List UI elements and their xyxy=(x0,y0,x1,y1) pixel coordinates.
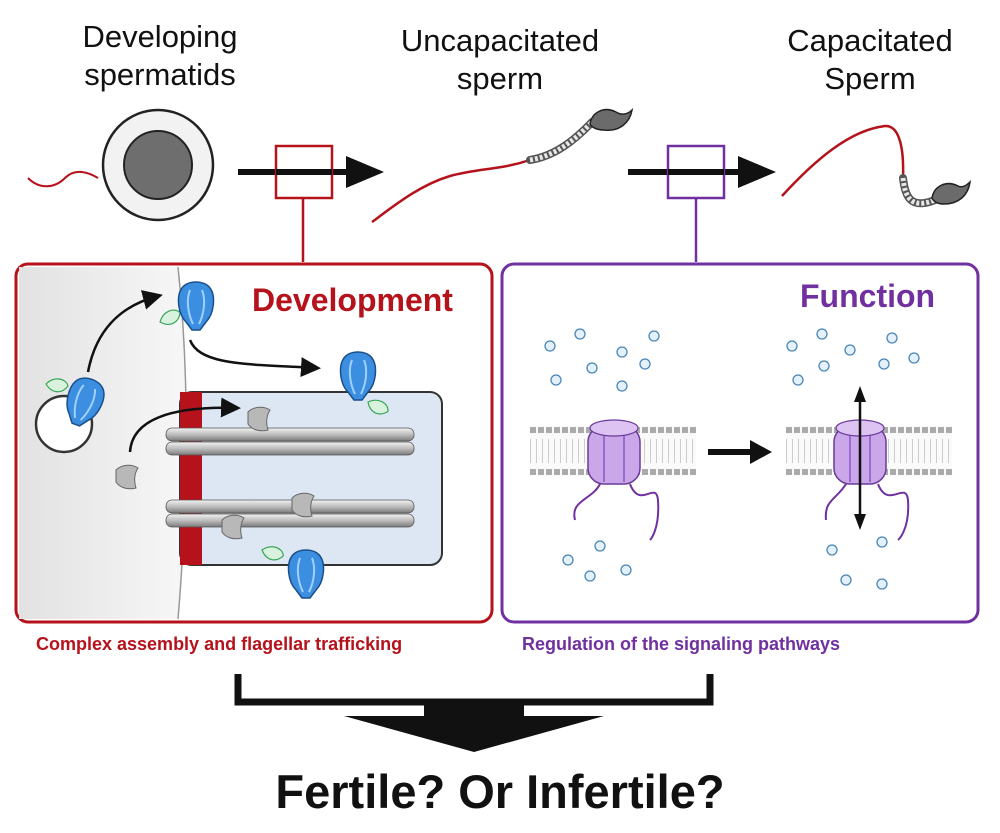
membrane-before xyxy=(530,419,696,541)
transition-arrow-function xyxy=(628,144,776,262)
ion-particles xyxy=(544,328,920,590)
function-panel-title: Function xyxy=(800,278,936,314)
stage-label-uncapacitated: Uncapacitated sperm xyxy=(370,22,630,98)
transition-arrow-development xyxy=(238,144,384,262)
developing-spermatid-illustration xyxy=(27,108,215,222)
development-panel-title: Development xyxy=(252,282,453,318)
stage-label-line1: Developing xyxy=(82,19,238,54)
stage-label-capacitated: Capacitated Sperm xyxy=(750,22,990,98)
stage-label-line2: Sperm xyxy=(824,61,916,96)
capacitated-sperm-illustration xyxy=(781,124,972,208)
conclusion-question: Fertile? Or Infertile? xyxy=(275,765,725,818)
development-caption: Complex assembly and flagellar trafficki… xyxy=(36,634,403,654)
stage-label-line2: sperm xyxy=(456,61,544,96)
stage-label-line1: Capacitated xyxy=(787,23,953,58)
function-panel xyxy=(500,262,980,624)
convergence-bracket xyxy=(234,674,714,752)
stage-label-line2: spermatids xyxy=(84,57,236,92)
stage-label-spermatids: Developing spermatids xyxy=(50,18,270,94)
uncapacitated-sperm-illustration xyxy=(371,107,634,224)
development-panel xyxy=(14,262,494,624)
stage-label-line1: Uncapacitated xyxy=(400,23,600,58)
function-caption: Regulation of the signaling pathways xyxy=(522,634,841,654)
membrane-after xyxy=(786,386,952,541)
